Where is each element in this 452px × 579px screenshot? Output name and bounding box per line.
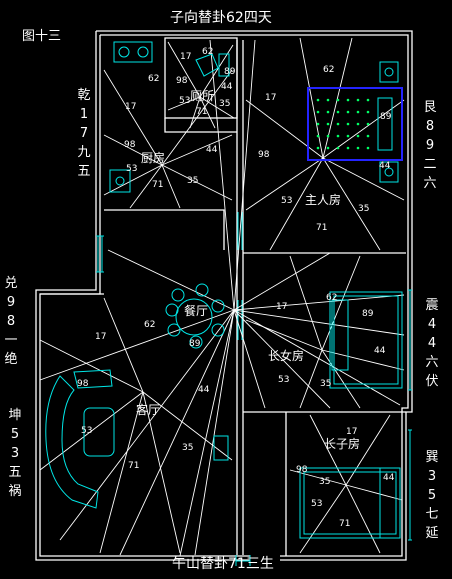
openings [96, 212, 412, 566]
sector-number: 62 [148, 74, 160, 84]
sector-number: 62 [323, 65, 335, 75]
room-label-eldest-daughter: 长女房 [268, 349, 305, 363]
sector-number: 44 [374, 346, 386, 356]
side-label-qian: 乾17九五 [77, 88, 91, 179]
sector-number: 35 [182, 443, 194, 453]
sector-number: 71 [152, 180, 164, 190]
side-label-zhen: 震44六伏 [425, 298, 439, 389]
side-label-dui: 兑98一绝 [4, 276, 18, 367]
sector-number: 35 [320, 379, 332, 389]
sector-number: 98 [176, 76, 188, 86]
sector-lines [39, 37, 405, 557]
sector-number: 71 [339, 519, 351, 529]
bottom-direction-label: 午山替卦71三生 [172, 556, 274, 572]
sector-number: 17 [276, 302, 288, 312]
sector-number: 35 [187, 176, 199, 186]
sector-number: 44 [206, 145, 218, 155]
figure-label: 图十三 [22, 29, 62, 44]
sector-number: 17 [265, 93, 277, 103]
sector-number: 17 [95, 332, 107, 342]
side-label-xun: 巽35七延 [425, 450, 439, 541]
sector-number: 17 [125, 102, 137, 112]
sector-number: 98 [296, 465, 308, 475]
sector-number: 62 [326, 293, 338, 303]
sector-number: 17 [346, 427, 358, 437]
walls [35, 30, 413, 561]
sector-number: 53 [281, 196, 293, 206]
sector-number: 89 [189, 339, 201, 349]
sector-number: 44 [379, 161, 391, 171]
sector-number: 71 [128, 461, 140, 471]
sector-number: 17 [180, 52, 192, 62]
room-label-eldest-son: 长子房 [324, 437, 361, 451]
room-label-kitchen: 厨房 [141, 151, 166, 165]
side-label-kun: 坤53五祸 [8, 408, 22, 499]
sector-number: 89 [362, 309, 374, 319]
room-label-dining: 餐厅 [184, 304, 209, 318]
sector-number: 53 [311, 499, 323, 509]
sector-number: 44 [198, 385, 210, 395]
sector-number: 98 [124, 140, 136, 150]
fixtures [45, 41, 403, 539]
bed-pattern [316, 98, 370, 150]
sector-number: 98 [77, 379, 89, 389]
sector-number: 71 [196, 107, 208, 117]
room-label-living: 客厅 [136, 403, 161, 417]
sector-number: 35 [319, 477, 331, 487]
sector-number: 35 [358, 204, 370, 214]
sector-number: 53 [179, 96, 191, 106]
sector-number: 35 [219, 99, 231, 109]
sector-number: 44 [383, 473, 395, 483]
sector-number: 71 [316, 223, 328, 233]
sector-number: 62 [202, 47, 214, 57]
sector-number: 44 [221, 82, 233, 92]
sector-number: 89 [380, 112, 392, 122]
sector-number: 53 [278, 375, 290, 385]
sector-number: 62 [144, 320, 156, 330]
room-label-toilet: 厕所 [190, 89, 215, 103]
sector-number: 98 [258, 150, 270, 160]
side-label-gen: 艮89二六 [423, 100, 437, 191]
room-label-master-bedroom: 主人房 [305, 193, 342, 207]
sector-number: 89 [224, 67, 236, 77]
top-direction-label: 子向替卦62四天 [170, 10, 272, 26]
sector-number: 53 [126, 164, 138, 174]
sector-number: 53 [81, 426, 93, 436]
